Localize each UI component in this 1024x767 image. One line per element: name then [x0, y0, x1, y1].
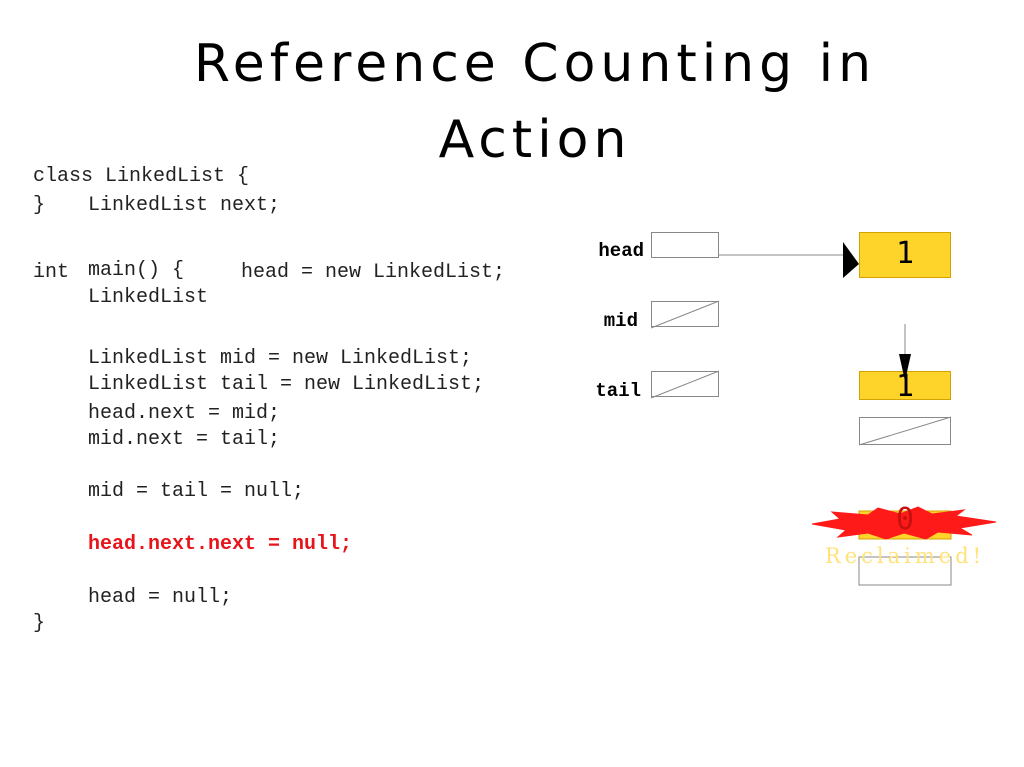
var-label-head: head [598, 240, 644, 262]
head-pointer-arrowhead [843, 242, 859, 278]
code-line-close: } [33, 612, 46, 635]
node2-next-null-slash [858, 416, 952, 446]
var-label-tail: tail [595, 380, 641, 402]
node3-next-box [858, 556, 952, 586]
code-line-main: main() { [88, 259, 185, 282]
reclaim-burst [811, 506, 997, 540]
slide-title: Reference Counting in Action [193, 34, 877, 170]
var-label-mid: mid [603, 310, 638, 332]
code-line-head-next: head.next = mid; [88, 402, 281, 425]
code-line-tail-decl: LinkedList tail = new LinkedList; [88, 373, 485, 396]
node1-count: 1 [859, 232, 951, 278]
node1-next-arrowhead [899, 354, 911, 381]
reclaimed-label: Reclaimed! [824, 544, 986, 568]
code-line-null-assign: mid = tail = null; [88, 480, 305, 503]
head-ref-box [651, 232, 719, 258]
tail-null-slash [650, 370, 720, 399]
code-line-int: int [33, 261, 70, 284]
code-line-field: LinkedList next; [88, 194, 281, 217]
code-line-mid-decl: LinkedList mid = new LinkedList; [88, 347, 473, 370]
node3-count: 0 [895, 502, 915, 537]
code-line-mid-next: mid.next = tail; [88, 428, 281, 451]
code-line-current: head.next.next = null; [88, 533, 353, 556]
mid-null-slash [650, 300, 720, 329]
code-line-head-type: LinkedList [88, 286, 209, 309]
code-line-head-assign: head = new LinkedList; [241, 261, 506, 284]
code-line-class: class LinkedList { [33, 165, 250, 188]
code-line-head-null: head = null; [88, 586, 233, 609]
code-line-brace: } [33, 194, 46, 217]
